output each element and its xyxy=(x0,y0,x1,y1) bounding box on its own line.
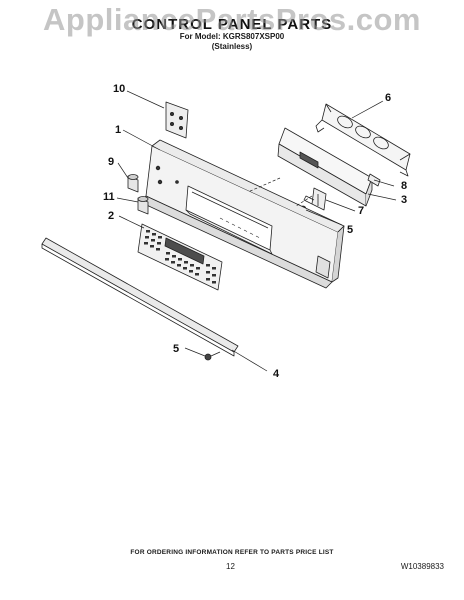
model-number: For Model: KGRS807XSP00 xyxy=(179,32,285,41)
part-6-board-bracket xyxy=(315,103,411,177)
callout-8: 8 xyxy=(401,180,407,192)
callout-5-lower: 5 xyxy=(173,343,179,355)
leader-lines xyxy=(116,90,397,372)
document-number: W10389833 xyxy=(400,562,444,571)
part-1-control-panel xyxy=(139,139,345,289)
callout-5-upper: 5 xyxy=(347,224,353,236)
page-number: 12 xyxy=(226,562,235,571)
part-2-touch-panel xyxy=(137,223,223,291)
part-7-bracket xyxy=(303,187,327,211)
part-11-knob xyxy=(137,196,149,215)
callout-labels: 1 2 3 4 5 5 6 7 8 9 10 11 xyxy=(103,83,407,380)
callout-11: 11 xyxy=(103,191,115,203)
part-4-trim-strip xyxy=(41,237,239,357)
part-5-screw-lower xyxy=(204,351,221,361)
callout-2: 2 xyxy=(108,210,114,222)
part-9-knob xyxy=(127,174,139,193)
callout-4: 4 xyxy=(273,368,280,380)
callout-9: 9 xyxy=(108,156,114,168)
finish-variant: (Stainless) xyxy=(211,42,253,51)
callout-10: 10 xyxy=(113,83,125,95)
callout-3: 3 xyxy=(401,194,407,206)
part-10-bracket xyxy=(165,101,189,139)
page-title: CONTROL PANEL PARTS xyxy=(131,16,333,33)
watermark-logo: AppliancePartsPros.com xyxy=(43,2,421,37)
part-3-display-housing xyxy=(277,127,373,207)
ordering-note: FOR ORDERING INFORMATION REFER TO PARTS … xyxy=(130,549,334,556)
callout-1: 1 xyxy=(115,124,121,136)
callout-7: 7 xyxy=(358,205,364,217)
callout-6: 6 xyxy=(385,92,391,104)
